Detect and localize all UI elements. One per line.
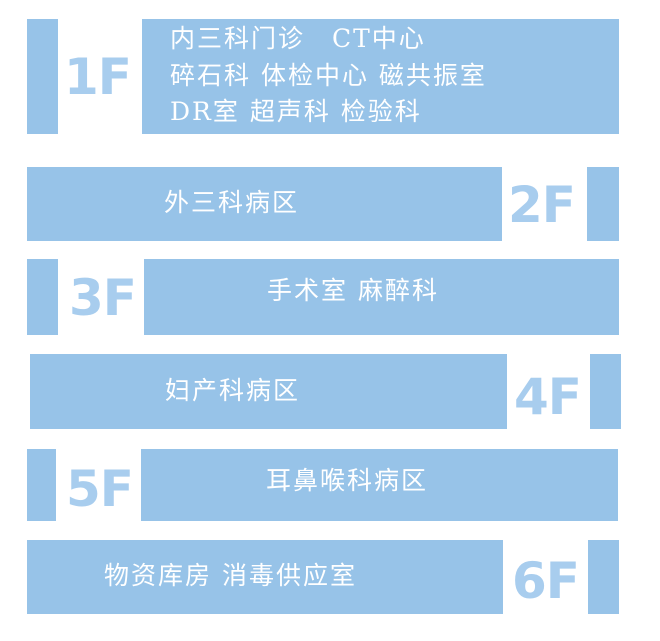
floor-2-side-tab <box>587 167 619 241</box>
floor-2-department-panel <box>27 167 502 241</box>
floor-6-label: 6F <box>512 552 580 610</box>
floor-1-side-tab <box>27 19 58 134</box>
floor-4-side-tab <box>590 354 621 429</box>
floor-5-department-line-1: 耳鼻喉科病区 <box>266 466 429 495</box>
floor-1-label: 1F <box>64 48 132 106</box>
floor-4-department-panel <box>30 354 507 429</box>
floor-5-department-panel <box>141 449 618 521</box>
floor-3-label: 3F <box>69 269 137 327</box>
floor-2-label: 2F <box>508 176 576 234</box>
floor-1-department-line-1: 内三科门诊 CT中心 <box>170 24 426 53</box>
floor-5-side-tab <box>27 449 56 521</box>
floor-2-department-line-1: 外三科病区 <box>164 188 300 217</box>
floor-5-label: 5F <box>66 460 134 518</box>
floor-3-department-line-1: 手术室 麻醉科 <box>267 276 439 305</box>
floor-3-side-tab <box>27 259 58 335</box>
floor-6-side-tab <box>588 540 619 614</box>
floor-6-department-line-1: 物资库房 消毒供应室 <box>104 561 357 590</box>
floor-4-label: 4F <box>514 368 582 426</box>
floor-1-department-panel <box>142 19 619 134</box>
floor-1-department-line-2: 碎石科 体检中心 磁共振室 <box>170 61 487 90</box>
floor-6-department-panel <box>27 540 503 614</box>
floor-3-department-panel <box>144 259 619 335</box>
floor-1-department-line-3: DR室 超声科 检验科 <box>170 97 422 126</box>
floor-4-department-line-1: 妇产科病区 <box>165 376 301 405</box>
